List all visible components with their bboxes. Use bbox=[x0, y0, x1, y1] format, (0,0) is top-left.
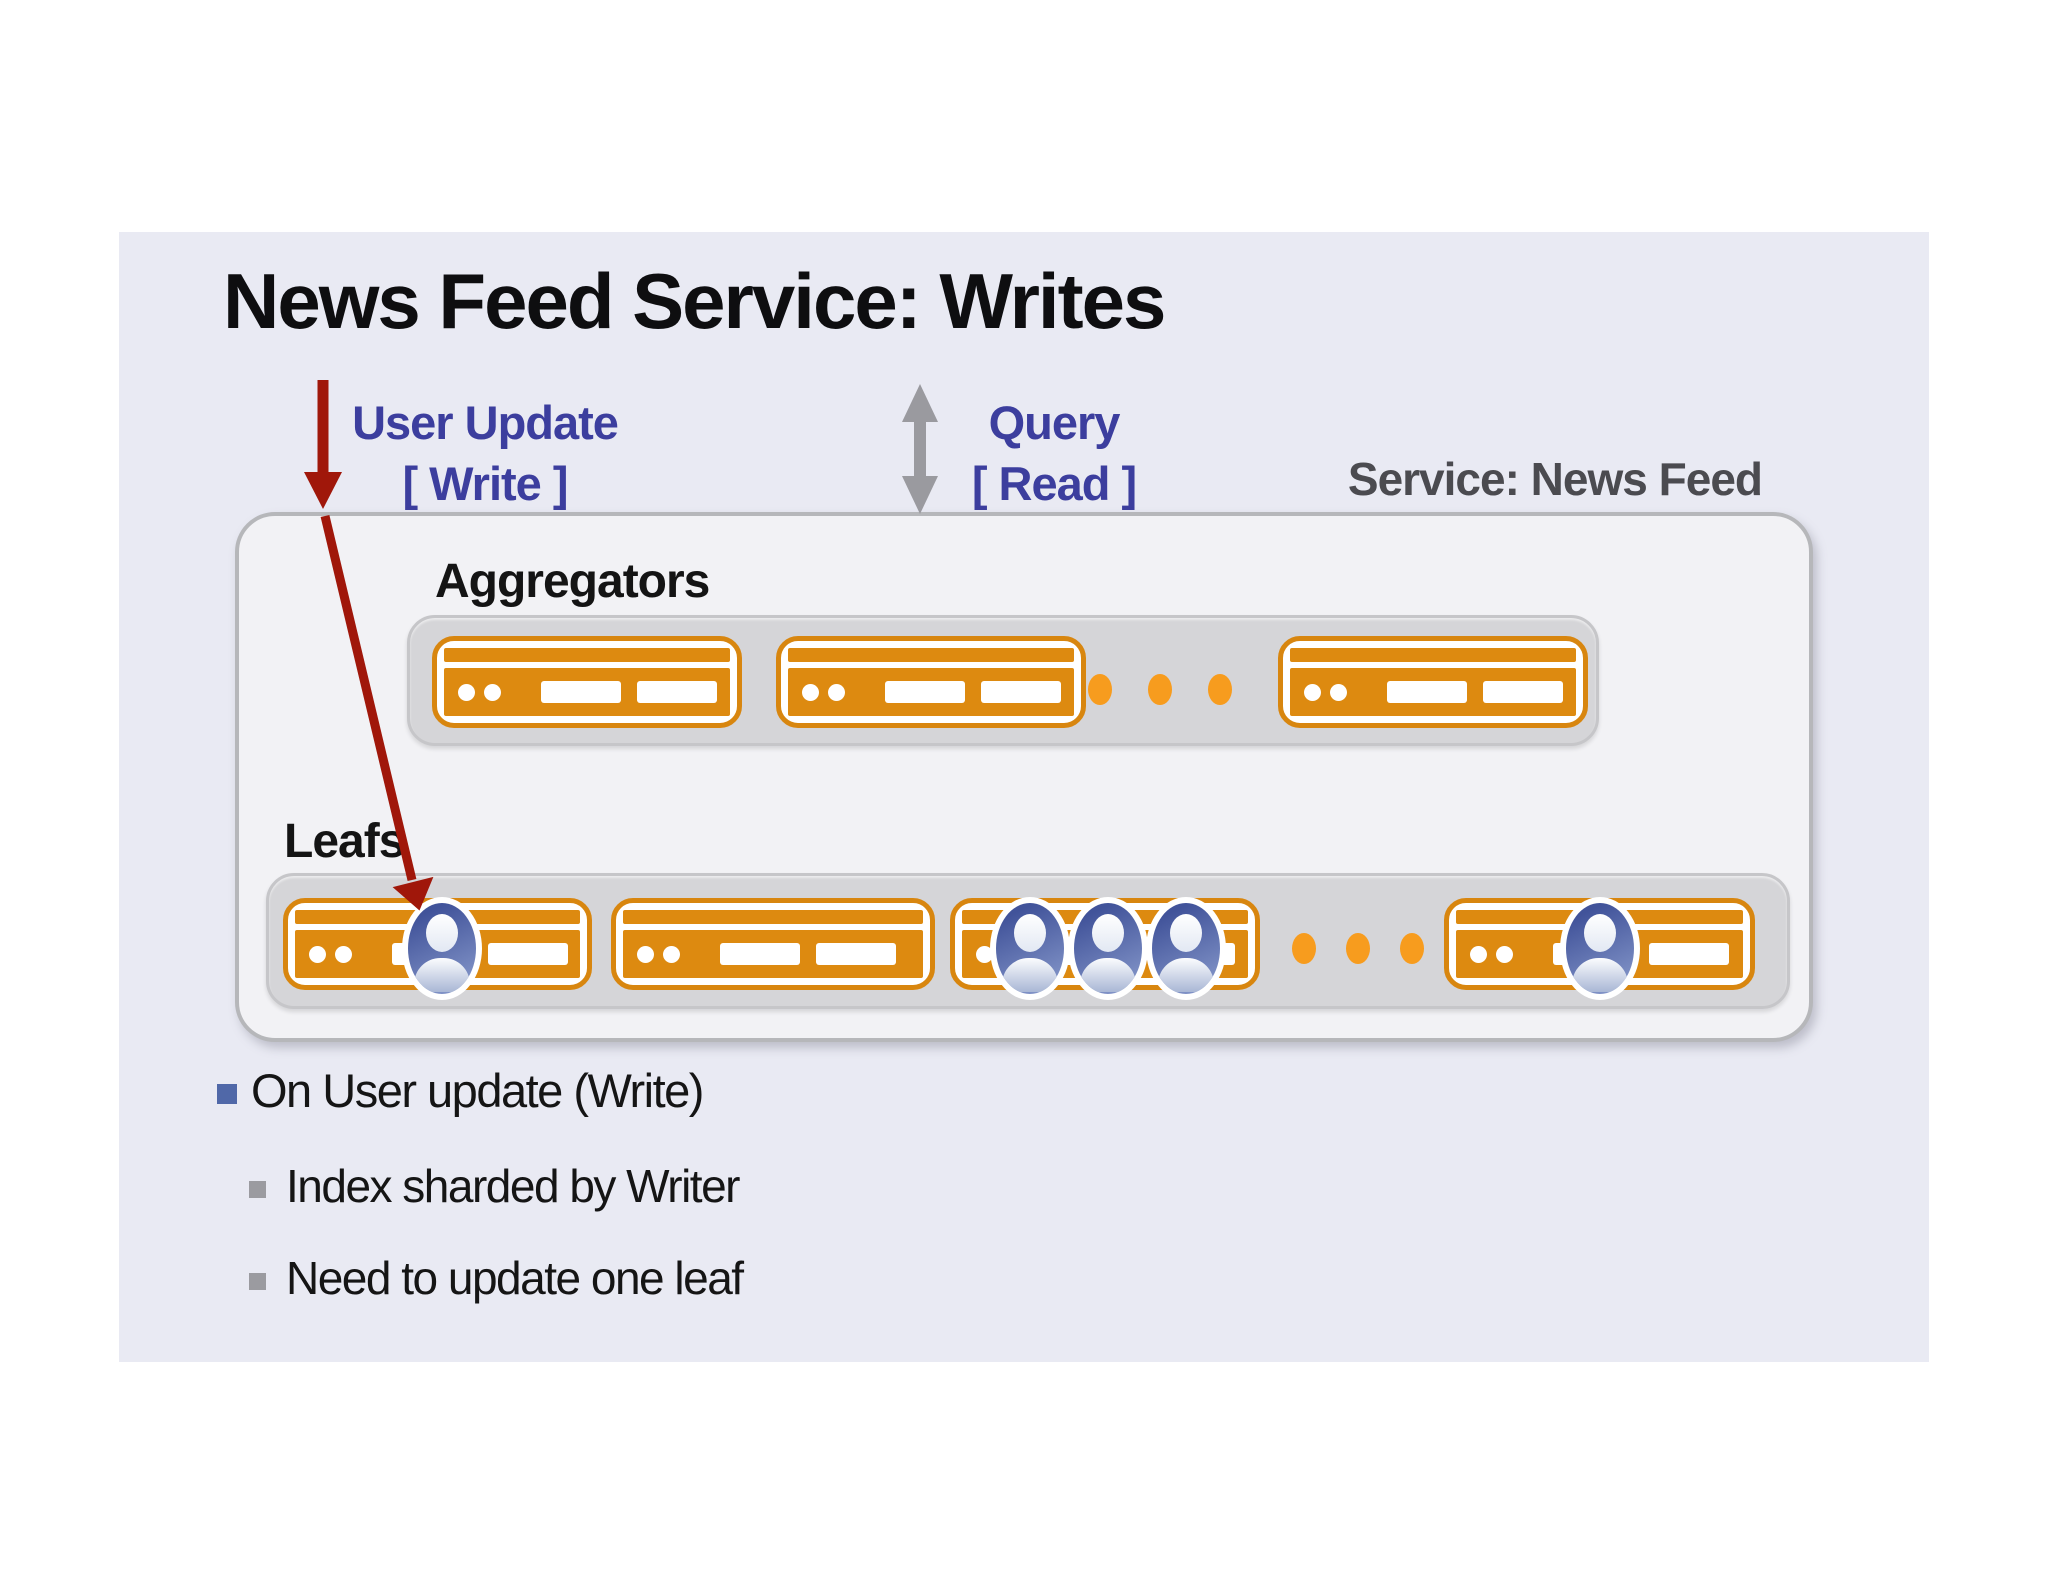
server-graphic bbox=[788, 648, 1074, 716]
aggregators-row bbox=[407, 615, 1599, 746]
bullet-square-icon bbox=[217, 1084, 237, 1105]
bullet-square-icon bbox=[249, 1180, 266, 1198]
leafs-label: Leafs bbox=[284, 815, 405, 868]
query-label-line1: Query bbox=[988, 396, 1121, 449]
server-icon bbox=[1444, 897, 1755, 1000]
service-name-label: Service: News Feed bbox=[1347, 453, 1763, 505]
server-graphic bbox=[623, 910, 923, 978]
bullet-square-icon bbox=[249, 1272, 266, 1290]
bullet-text: On User update (Write) bbox=[251, 1064, 704, 1117]
leafs-row bbox=[266, 873, 1790, 1009]
bullet-update-one-leaf: Need to update one leaf bbox=[249, 1252, 744, 1305]
user-update-label-line1: User Update bbox=[352, 396, 619, 449]
slide: News Feed Service: Writes User Update [ … bbox=[119, 232, 1929, 1362]
query-read-label: Query [ Read ] bbox=[889, 392, 1219, 514]
ellipsis-dots-icon bbox=[1292, 933, 1424, 964]
server-icon bbox=[611, 898, 935, 990]
server-icon bbox=[1278, 636, 1588, 728]
user-avatar-icon bbox=[1146, 897, 1226, 1000]
user-avatar-icon bbox=[402, 897, 482, 1000]
query-label-line2: [ Read ] bbox=[971, 457, 1137, 510]
aggregators-label: Aggregators bbox=[435, 555, 710, 608]
user-update-write-label: User Update [ Write ] bbox=[320, 392, 650, 514]
user-avatar-icon bbox=[990, 897, 1070, 1000]
user-update-label-line2: [ Write ] bbox=[402, 457, 568, 510]
user-avatar-icon bbox=[1068, 897, 1148, 1000]
server-icon bbox=[950, 897, 1260, 1000]
user-avatar-icon bbox=[1560, 897, 1640, 1000]
server-graphic bbox=[444, 648, 730, 716]
bullet-text: Need to update one leaf bbox=[286, 1252, 744, 1304]
news-feed-service-container: Aggregators bbox=[235, 512, 1813, 1042]
server-icon bbox=[283, 897, 592, 1000]
server-icon bbox=[432, 636, 742, 728]
server-icon bbox=[776, 636, 1086, 728]
slide-title: News Feed Service: Writes bbox=[223, 257, 1166, 345]
server-graphic bbox=[1290, 648, 1576, 716]
bullet-index-sharded: Index sharded by Writer bbox=[249, 1160, 741, 1213]
bullet-text: Index sharded by Writer bbox=[286, 1160, 741, 1212]
bullet-on-user-update: On User update (Write) bbox=[217, 1064, 704, 1118]
ellipsis-dots-icon bbox=[1088, 674, 1232, 705]
